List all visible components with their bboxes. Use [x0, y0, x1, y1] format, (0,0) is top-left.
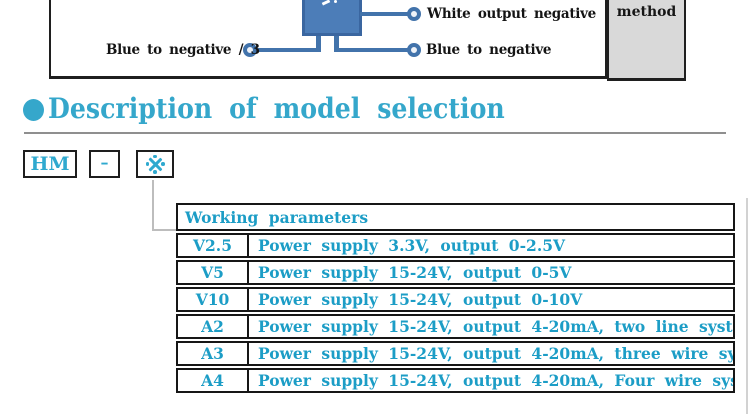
model-cell: A3 [178, 343, 249, 364]
model-cell: A2 [178, 316, 249, 337]
sensor-component-box [302, 0, 362, 36]
model-prefix-label: HM [30, 152, 70, 175]
connector-line-horizontal [152, 229, 176, 231]
table-row: A4 Power supply 15-24V, output 4-20mA, F… [176, 368, 735, 393]
label-blue-to-negative: Blue to negative [426, 42, 552, 58]
model-cell: V2.5 [178, 235, 249, 256]
table-row: A3 Power supply 15-24V, output 4-20mA, t… [176, 341, 735, 366]
component-lead-right [334, 36, 339, 52]
description-cell: Power supply 15-24V, output 4-20mA, thre… [258, 344, 733, 363]
description-cell: Power supply 15-24V, output 0-5V [258, 263, 572, 282]
model-placeholder-box [136, 150, 174, 178]
section-underline [24, 132, 726, 134]
section-title: Description of model selection [48, 92, 505, 125]
table-row: A2 Power supply 15-24V, output 4-20mA, t… [176, 314, 735, 339]
scanned-page-edge-line [746, 198, 748, 414]
connector-line-vertical [152, 180, 154, 231]
method-label: method [616, 4, 677, 20]
table-header: Working parameters [176, 203, 735, 231]
model-prefix-box: HM [23, 150, 77, 178]
model-cell: V10 [178, 289, 249, 310]
terminal-dot-icon [407, 7, 421, 21]
terminal-dot-icon [407, 43, 421, 57]
working-parameters-table: Working parameters V2.5 Power supply 3.3… [176, 203, 735, 393]
method-column-box [607, 0, 686, 81]
table-row: V10 Power supply 15-24V, output 0-10V [176, 287, 735, 312]
model-cell: V5 [178, 262, 249, 283]
model-cell: A4 [178, 370, 249, 391]
wire-white-output [360, 12, 410, 16]
label-white-output-negative: White output negative [427, 6, 596, 22]
wire-blue-left [254, 48, 318, 52]
terminal-dot-icon [243, 43, 257, 57]
cutoff-text-remnant [334, 0, 337, 3]
section-bullet-icon [23, 99, 44, 121]
description-cell: Power supply 3.3V, output 0-2.5V [258, 236, 566, 255]
table-row: V5 Power supply 15-24V, output 0-5V [176, 260, 735, 285]
label-blue-to-negative-3: Blue to negative / 3 [106, 42, 260, 58]
reference-mark-icon [145, 154, 165, 174]
description-cell: Power supply 15-24V, output 4-20mA, two … [258, 317, 733, 336]
component-lead-left [316, 36, 321, 52]
table-row: V2.5 Power supply 3.3V, output 0-2.5V [176, 233, 735, 258]
model-separator-box: – [89, 150, 120, 178]
description-cell: Power supply 15-24V, output 0-10V [258, 290, 583, 309]
wire-blue-right [337, 48, 411, 52]
model-separator-label: – [100, 152, 109, 172]
description-cell: Power supply 15-24V, output 4-20mA, Four… [258, 371, 733, 390]
